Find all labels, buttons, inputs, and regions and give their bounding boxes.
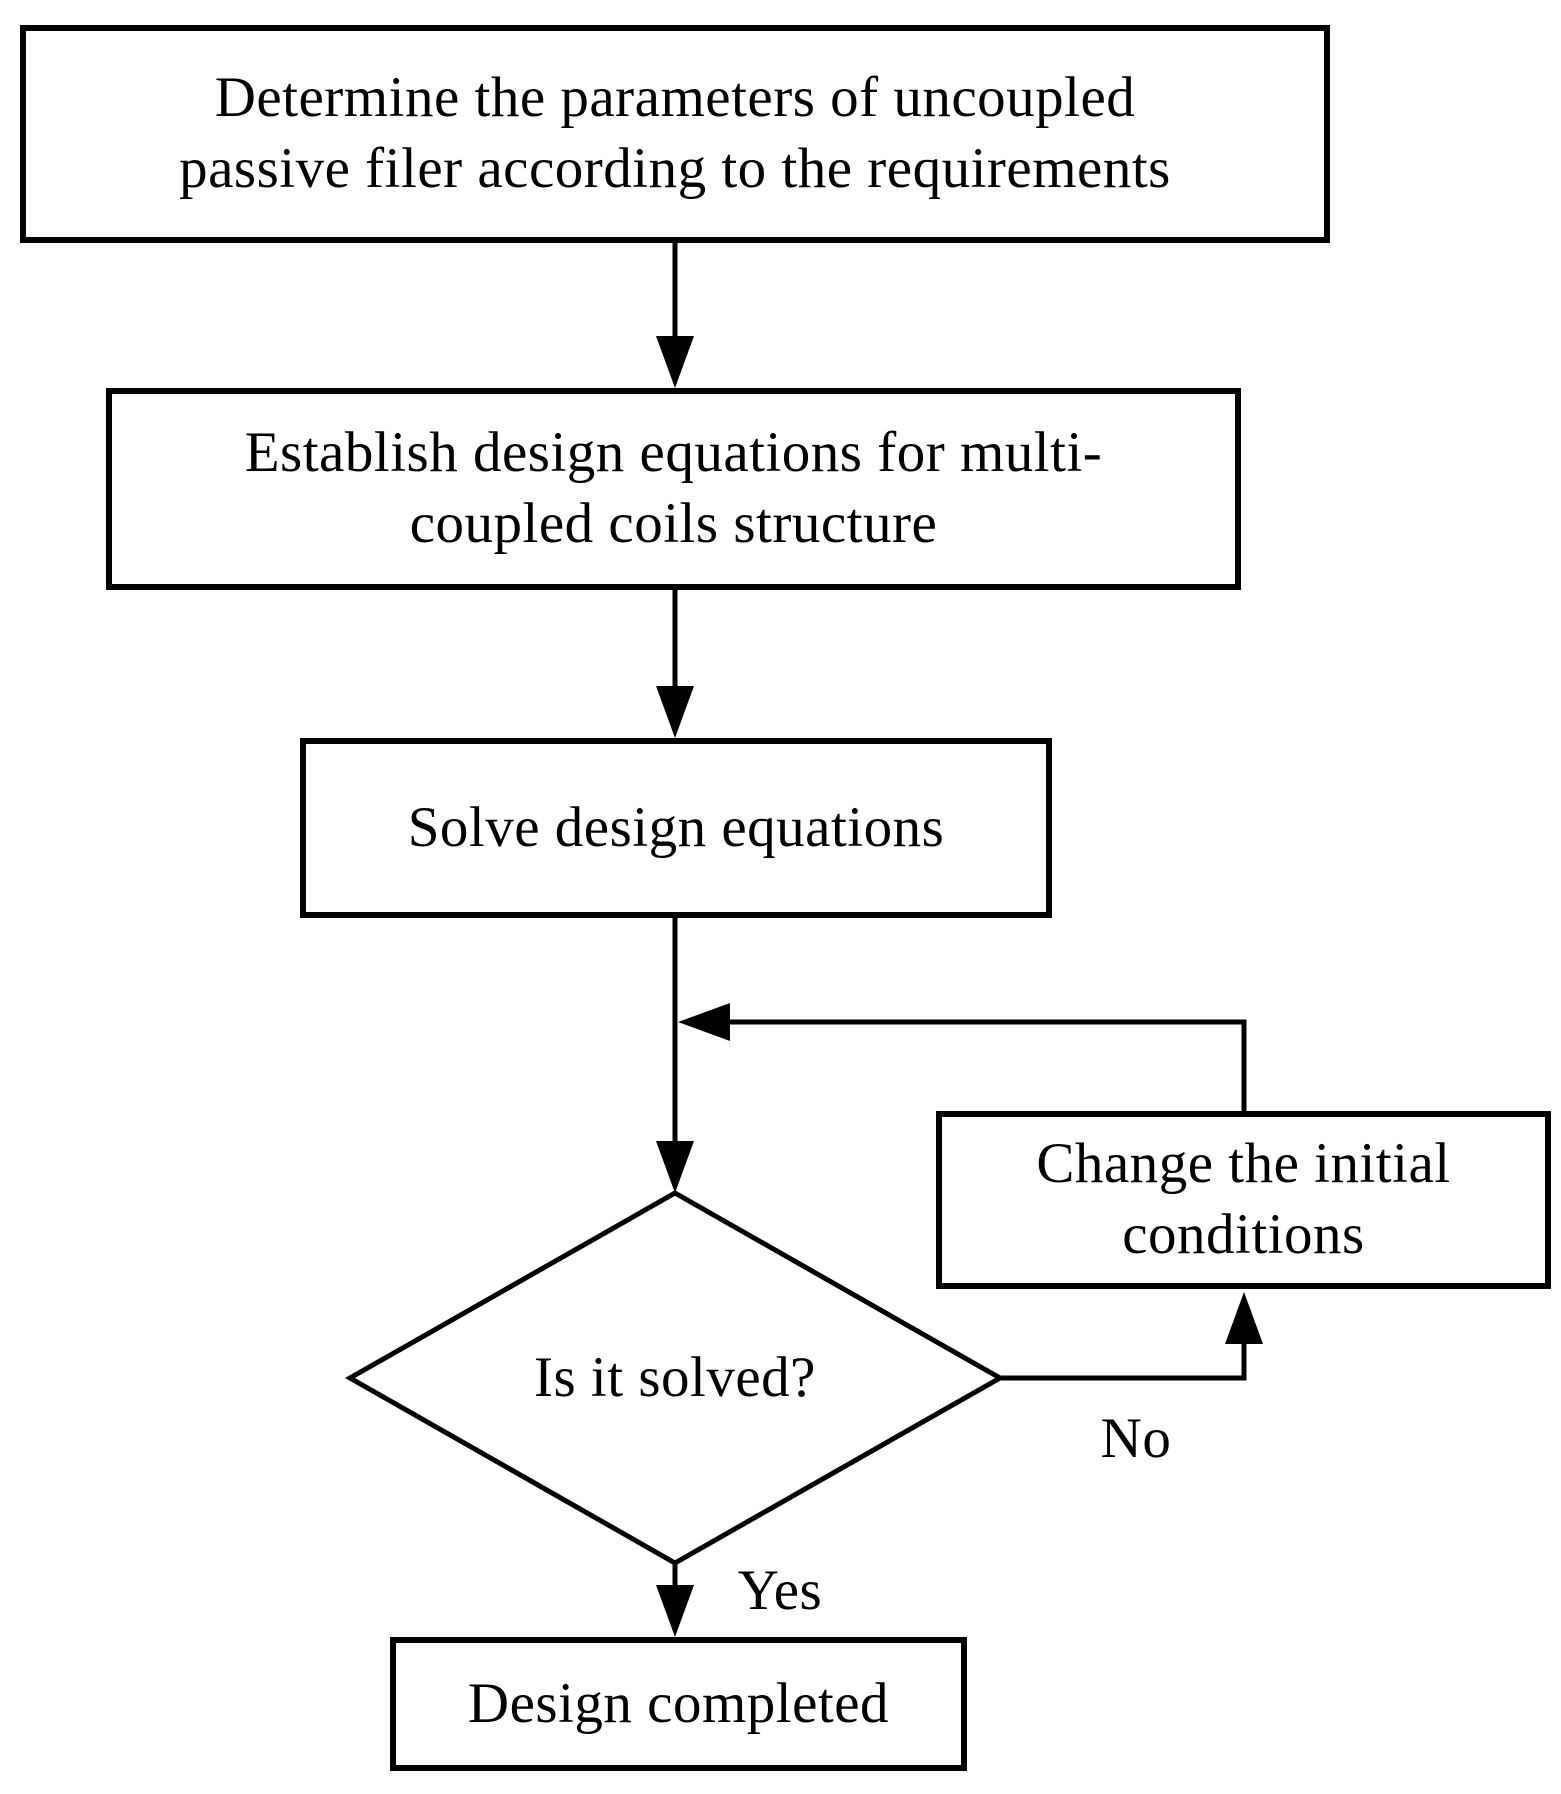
node-solve-equations: Solve design equations bbox=[300, 738, 1052, 918]
edge-label-yes: Yes bbox=[737, 1559, 823, 1622]
node-change-line-2: conditions bbox=[1122, 1203, 1365, 1266]
node-change-conditions: Change the initial conditions bbox=[936, 1111, 1551, 1289]
node-solve-line-1: Solve design equations bbox=[407, 795, 945, 859]
node-completed-line-1: Design completed bbox=[467, 1671, 890, 1735]
node-establish-line-2: coupled coils structure bbox=[409, 492, 938, 555]
arrowhead-establish-to-solve bbox=[656, 686, 694, 738]
arrowhead-solve-to-decision bbox=[656, 1141, 694, 1193]
arrowhead-determine-to-establish bbox=[656, 336, 694, 388]
node-determine-line-2: passive filer according to the requireme… bbox=[179, 137, 1171, 200]
node-determine-parameters: Determine the parameters of uncoupled pa… bbox=[20, 25, 1330, 243]
arrowhead-decision-to-completed bbox=[656, 1585, 694, 1637]
node-determine-line-1: Determine the parameters of uncoupled bbox=[214, 66, 1136, 130]
arrowhead-decision-to-change bbox=[1225, 1292, 1263, 1344]
node-change-line-1: Change the initial bbox=[1036, 1132, 1451, 1196]
arrow-change-to-junction bbox=[730, 1019, 1247, 1111]
node-decision-label: Is it solved? bbox=[534, 1346, 816, 1409]
node-design-completed: Design completed bbox=[390, 1637, 967, 1771]
edge-label-no: No bbox=[1100, 1407, 1172, 1470]
arrowhead-change-to-junction bbox=[678, 1003, 730, 1041]
node-establish-line-1: Establish design equations for multi- bbox=[244, 421, 1103, 485]
arrow-decision-to-change bbox=[1000, 1344, 1247, 1381]
node-establish-equations: Establish design equations for multi- co… bbox=[106, 388, 1241, 590]
